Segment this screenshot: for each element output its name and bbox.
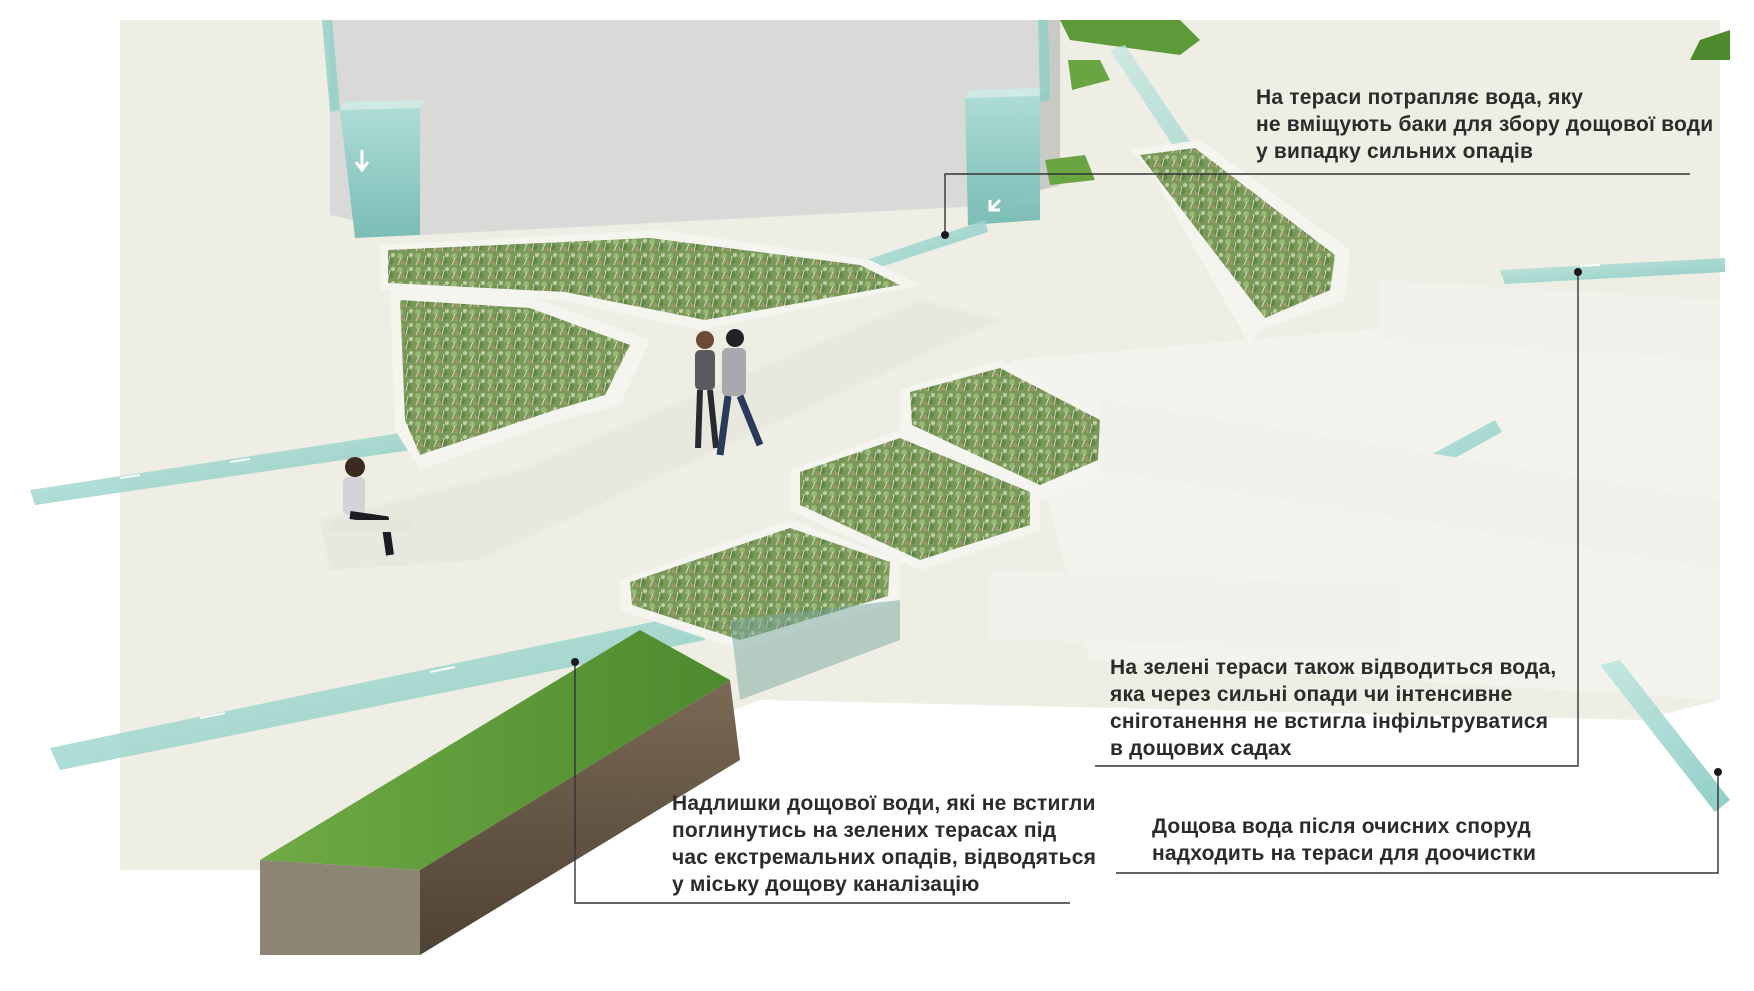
leader-lines — [571, 173, 1722, 904]
channel-right-upper — [1500, 258, 1725, 284]
annotation-line: час екстремальних опадів, відводяться — [672, 846, 1097, 869]
roof-grass — [1045, 20, 1730, 185]
annotation-line: яка через сильні опади чи інтенсивне — [1110, 683, 1513, 706]
channel-left-lower — [50, 612, 705, 770]
rain-gardens — [380, 140, 1350, 470]
rainwater-tank-right — [965, 88, 1045, 225]
annotation-line: у міську дощову каналізацію — [672, 873, 980, 896]
person-walking-1 — [695, 331, 719, 449]
downpipes — [322, 20, 1050, 112]
annotation-terraces-inflow: На зелені тераси також відводиться вода,… — [1110, 654, 1556, 762]
channel-left-upper — [30, 430, 425, 505]
channel-tank-outflow — [860, 220, 988, 272]
leader-tanks-overflow — [944, 173, 1690, 235]
leader-terraces-inflow — [1095, 272, 1579, 767]
annotation-line: поглинутись на зелених терасах під — [672, 819, 1057, 842]
person-walking-2 — [716, 329, 764, 456]
annotation-tanks-overflow: На тераси потрапляє вода, яку не вміщуют… — [1256, 84, 1713, 165]
person-sitting — [330, 457, 410, 556]
people — [330, 329, 764, 556]
annotation-after-treatment: Дощова вода після очисних споруд надходи… — [1152, 813, 1536, 867]
annotation-line: На зелені тераси також відводиться вода, — [1110, 656, 1557, 679]
building — [330, 20, 1060, 235]
rainwater-tank-left — [340, 100, 425, 238]
annotation-line: Надлишки дощової води, які не встигли — [672, 792, 1096, 815]
channel-right-lower — [1600, 660, 1730, 812]
annotation-excess-to-sewer: Надлишки дощової води, які не встигли по… — [672, 790, 1096, 898]
leader-excess-to-sewer — [574, 662, 1070, 904]
annotation-line: не вміщують баки для збору дощової води — [1256, 113, 1714, 136]
annotation-line: надходить на тераси для доочистки — [1152, 842, 1537, 865]
walkway — [320, 300, 1000, 570]
annotation-line: Дощова вода після очисних споруд — [1152, 815, 1531, 838]
annotation-line: На тераси потрапляє вода, яку — [1256, 86, 1584, 109]
green-slope-section — [260, 600, 900, 955]
annotation-line: в дощових садах — [1110, 737, 1292, 760]
annotation-line: сніготанення не встигла інфільтруватися — [1110, 710, 1549, 733]
leader-after-treatment — [1116, 772, 1719, 874]
annotation-line: у випадку сильних опадів — [1256, 140, 1534, 163]
